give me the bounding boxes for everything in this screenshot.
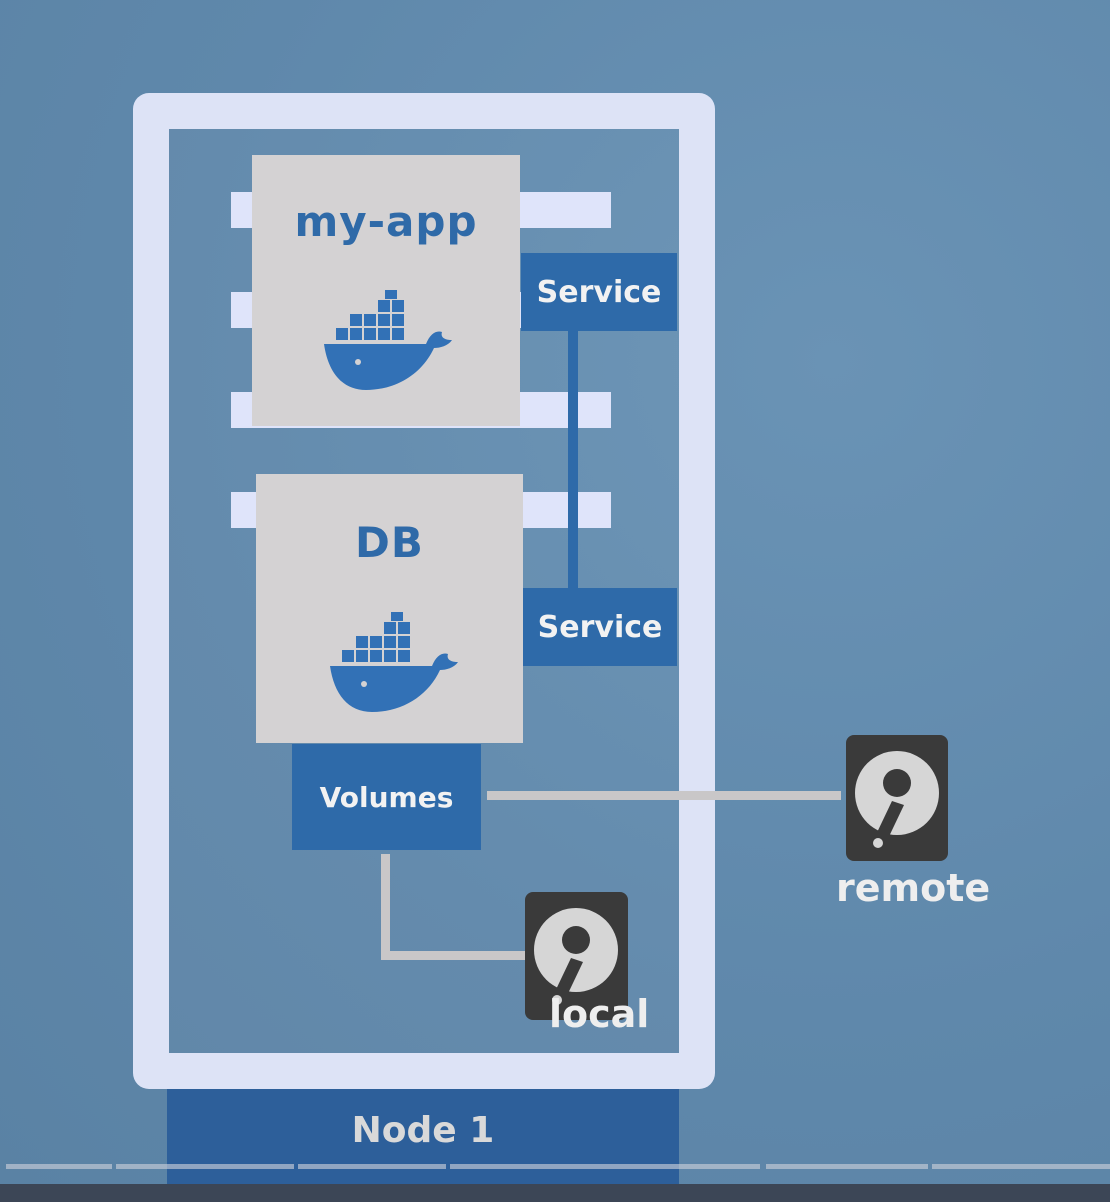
- video-control-bar: [0, 1184, 1110, 1202]
- local-connector-vertical: [381, 854, 390, 960]
- pod-title: DB: [355, 518, 424, 567]
- volumes-label: Volumes: [319, 780, 454, 814]
- service-link-line: [568, 320, 578, 600]
- node-label: Node 1: [351, 1110, 495, 1151]
- video-progress-bar[interactable]: [0, 1164, 1110, 1169]
- service-box-my-app: Service: [521, 253, 677, 331]
- volumes-box: Volumes: [292, 744, 481, 850]
- pod-my-app: my-app: [252, 155, 520, 426]
- pod-db: DB: [256, 474, 523, 743]
- local-connector-horizontal: [381, 951, 525, 960]
- service-box-db: Service: [523, 588, 677, 666]
- remote-label: remote: [836, 866, 991, 910]
- docker-whale-icon: [330, 612, 458, 712]
- service-label: Service: [537, 609, 663, 645]
- remote-connector-line: [487, 791, 841, 800]
- docker-whale-icon: [324, 290, 452, 390]
- hard-drive-icon: [846, 735, 948, 861]
- node-label-box: Node 1: [167, 1089, 679, 1184]
- pod-title: my-app: [294, 197, 478, 246]
- local-label: local: [549, 992, 650, 1036]
- service-label: Service: [536, 274, 662, 310]
- node-frame: [133, 93, 715, 1089]
- hard-drive-icon: [525, 892, 628, 1020]
